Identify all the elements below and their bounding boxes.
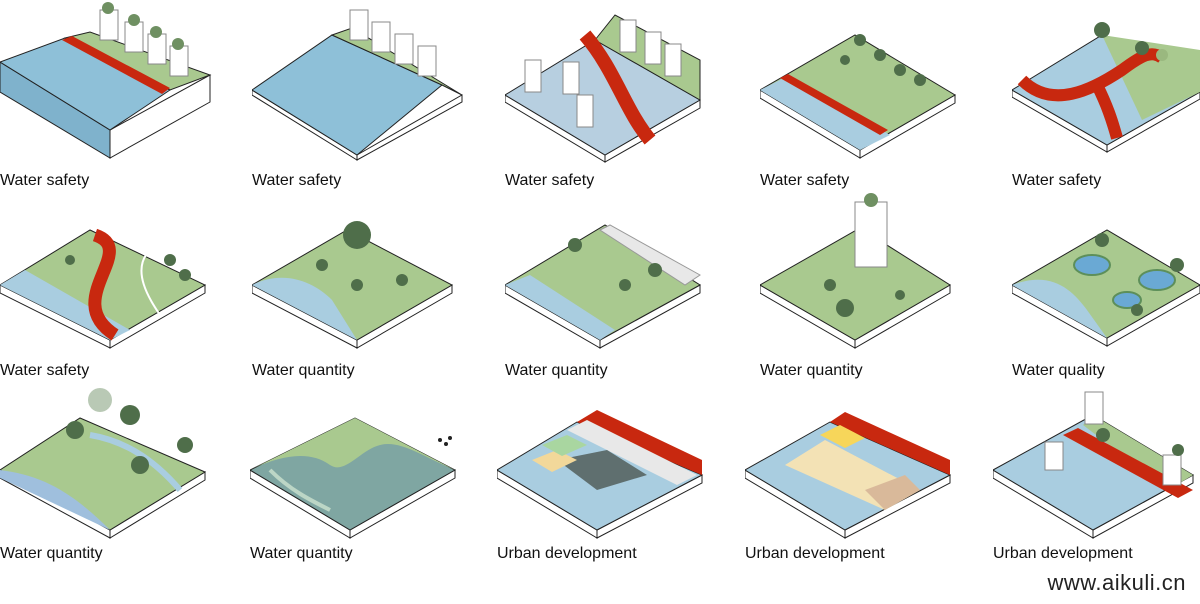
diagram-tile-6: Water safety [0,190,220,380]
isometric-block-1 [0,2,212,159]
isometric-block-6 [0,228,207,349]
tile-label: Water quantity [252,362,355,379]
tile-label: Urban development [497,545,637,562]
diagram-tile-12: Water quantity [250,380,470,570]
isometric-block-2 [252,9,463,161]
diagram-tile-9: Water quantity [760,190,980,380]
tile-label: Water quality [1012,362,1105,379]
diagram-tile-10: Water quality [1012,190,1200,380]
diagram-tile-14: Urban development [745,380,965,570]
isometric-block-7 [252,221,454,349]
watermark: www.aikuli.cn [1047,570,1186,595]
diagram-tile-13: Urban development [497,380,717,570]
isometric-block-10 [1012,229,1200,347]
tile-label: Water safety [1012,172,1102,189]
diagram-tile-11: Water quantity [0,380,220,570]
diagram-tile-5: Water safety [1012,0,1200,190]
tile-label: Water safety [252,172,342,189]
tile-label: Water safety [505,172,595,189]
tile-label: Water safety [0,172,90,189]
isometric-block-5 [1012,22,1200,153]
isometric-block-11 [0,388,207,539]
tile-label: Water quantity [760,362,863,379]
tile-label: Water quantity [250,545,353,562]
diagram-tile-1: Water safety [0,0,220,190]
isometric-block-13 [497,410,704,539]
tile-label: Water safety [0,362,90,379]
diagram-tile-7: Water quantity [252,190,472,380]
tile-label: Water safety [760,172,850,189]
diagram-tile-2: Water safety [252,0,472,190]
isometric-block-3 [505,14,702,163]
isometric-block-12 [250,417,457,539]
isometric-block-9 [760,193,951,349]
tile-label: Urban development [993,545,1133,562]
isometric-block-14 [745,412,952,539]
isometric-block-15 [993,391,1195,539]
diagram-tile-3: Water safety [505,0,725,190]
tile-label: Water quantity [0,545,103,562]
diagram-tile-4: Water safety [760,0,980,190]
tile-label: Water quantity [505,362,608,379]
diagram-tile-8: Water quantity [505,190,725,380]
tile-label: Urban development [745,545,885,562]
isometric-block-4 [760,34,956,159]
diagram-tile-15: Urban development [993,380,1200,570]
isometric-block-8 [505,224,701,349]
